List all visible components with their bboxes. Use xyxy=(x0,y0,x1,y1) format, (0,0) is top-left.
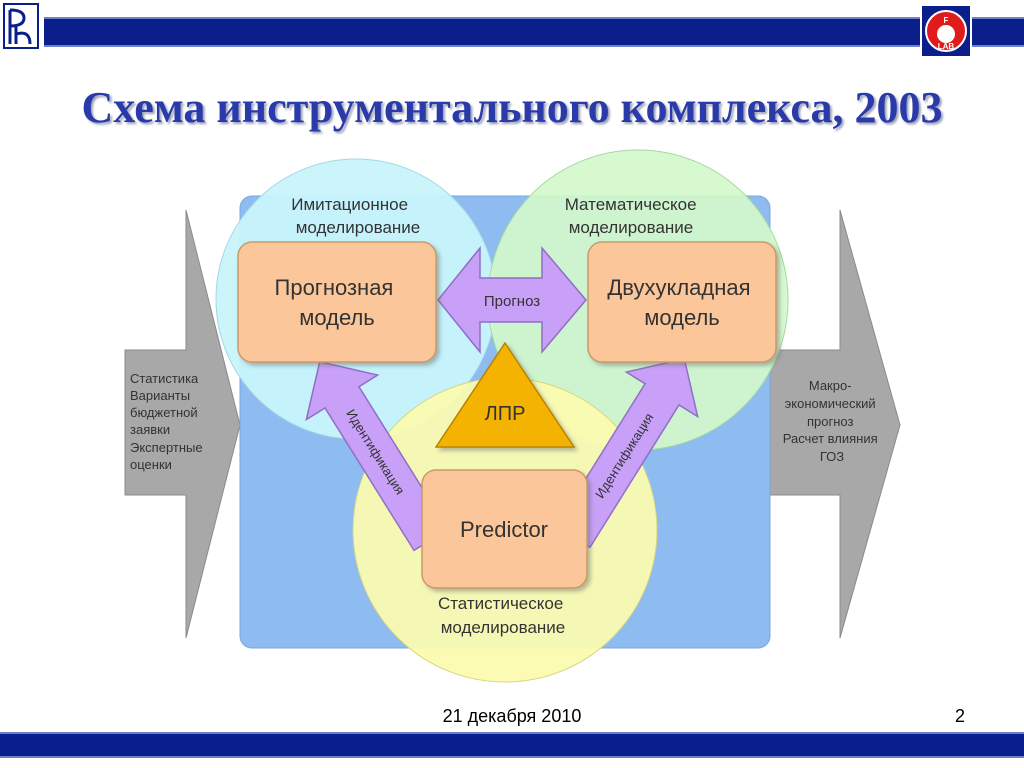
svg-text:Статистическое моделирован: Статистическое моделирование xyxy=(438,594,568,637)
identification-right-arrow xyxy=(555,357,699,549)
svg-text:Макро- экономический п: Макро- экономический прогноз Расчет влия… xyxy=(783,378,882,464)
forecast-double-arrow xyxy=(437,245,587,355)
input-line-5: Экспертные xyxy=(130,440,203,455)
footer-date: 21 декабря 2010 xyxy=(442,706,582,726)
two-sector-model-line2: модель xyxy=(644,305,720,330)
forecast-arrow-label: Прогноз xyxy=(484,293,540,310)
forecast-model-line1: Прогнозная xyxy=(275,275,394,300)
output-arrow xyxy=(769,209,901,639)
logo-text-lab: LAB xyxy=(938,42,955,51)
output-line-2: экономический xyxy=(785,396,876,411)
input-line-4: заявки xyxy=(130,422,170,437)
input-line-6: оценки xyxy=(130,457,172,472)
input-line-1: Статистика xyxy=(130,371,199,386)
stat-label-line2: моделирование xyxy=(441,618,566,637)
decision-maker-label: ЛПР xyxy=(485,403,526,425)
two-sector-model-box xyxy=(587,241,777,363)
output-line-4: Расчет влияния xyxy=(783,431,878,446)
math-label-line2: моделирование xyxy=(569,218,694,237)
forecast-model-line2: модель xyxy=(299,305,375,330)
top-bar xyxy=(0,17,1024,47)
output-line-1: Макро- xyxy=(809,378,852,393)
svg-text:Прогнозная модель: Прогнозная модель xyxy=(275,275,400,330)
output-line-5: ГОЗ xyxy=(820,449,844,464)
decision-maker-triangle xyxy=(434,341,576,448)
svg-text:Математическое моделирован: Математическое моделирование xyxy=(565,195,702,237)
svg-text:Имитационное моделирование: Имитационное моделирование xyxy=(291,195,420,237)
input-line-2: Варианты xyxy=(130,388,190,403)
svg-text:Статистика Варианты бю: Статистика Варианты бюджетной заявки Экс… xyxy=(130,371,206,472)
page-title: Схема инструментального комплекса, 2003 xyxy=(81,83,943,132)
page-number: 2 xyxy=(954,706,965,726)
predictor-label: Predictor xyxy=(460,517,548,542)
output-line-3: прогноз xyxy=(807,414,854,429)
stat-label-line1: Статистическое xyxy=(438,594,563,613)
imitation-label-line2: моделирование xyxy=(296,218,421,237)
imitation-label-line1: Имитационное xyxy=(291,195,408,214)
math-label-line1: Математическое xyxy=(565,195,697,214)
input-arrow xyxy=(124,209,241,639)
svg-text:Двухукладная модель: Двухукладная модель xyxy=(607,275,756,330)
input-line-3: бюджетной xyxy=(130,405,198,420)
two-sector-model-line1: Двухукладная xyxy=(607,275,750,300)
forecast-model-box xyxy=(237,241,437,363)
logo-text-ferm: F xyxy=(944,16,949,25)
bottom-bar xyxy=(0,732,1024,758)
predictor-box xyxy=(421,469,588,589)
hse-logo-icon xyxy=(0,0,44,56)
fermlab-logo-icon: F LAB xyxy=(920,4,972,58)
